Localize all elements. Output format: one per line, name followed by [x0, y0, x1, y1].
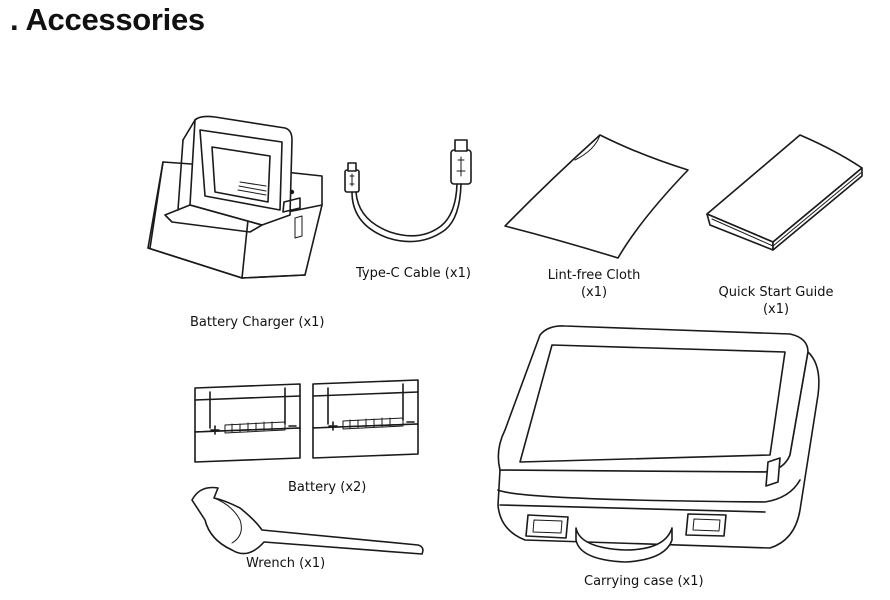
lint-free-cloth-drawing: [504, 134, 689, 259]
battery-label: Battery (x2): [288, 480, 367, 495]
battery-right-drawing: [312, 379, 419, 459]
type-c-cable-label: Type-C Cable (x1): [356, 266, 471, 281]
battery-charger-label: Battery Charger (x1): [190, 315, 325, 330]
battery-charger-drawing: [147, 115, 323, 279]
lint-free-cloth-label: Lint-free Cloth (x1): [547, 268, 641, 300]
wrench-drawing: [191, 486, 424, 555]
wrench-label: Wrench (x1): [246, 556, 326, 571]
carrying-case-drawing: [497, 325, 820, 563]
page-title: . Accessories: [10, 2, 205, 37]
battery-left-drawing: [194, 383, 301, 463]
quick-start-guide-drawing: [706, 134, 863, 251]
carrying-case-label: Carrying case (x1): [584, 574, 704, 589]
quick-start-guide-label: Quick Start Guide (x1): [718, 285, 834, 317]
type-c-cable-drawing: [344, 139, 472, 243]
